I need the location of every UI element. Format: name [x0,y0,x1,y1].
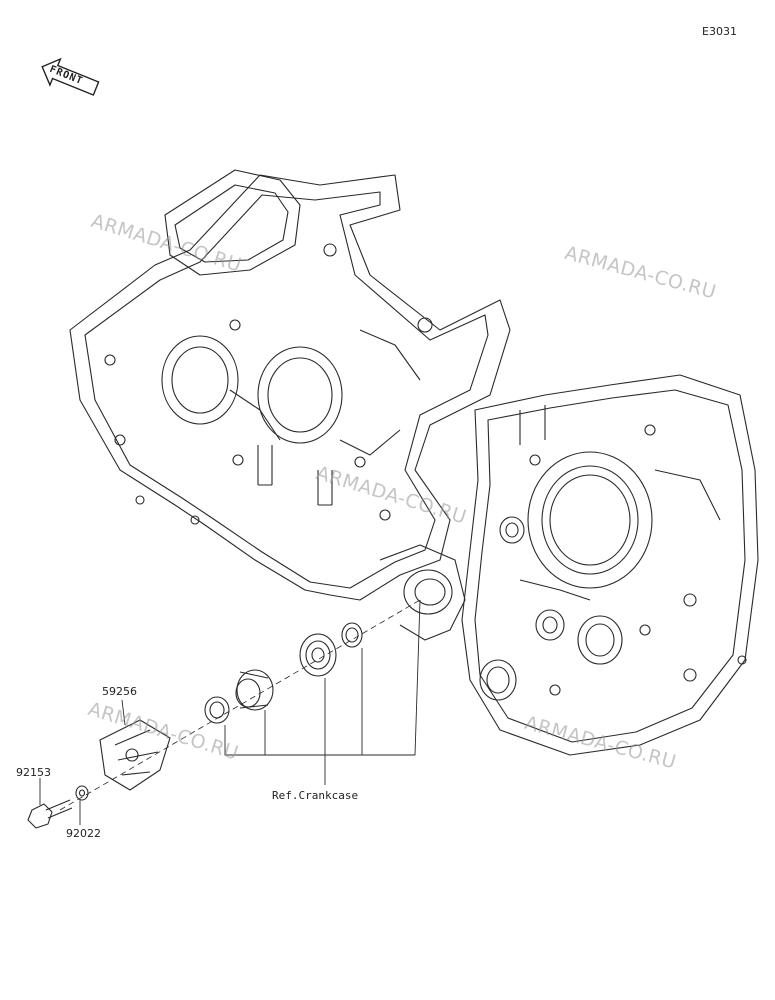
part-number-bolt: 92153 [16,766,51,779]
leader-lines [39,599,421,825]
right-crankcase-half [461,374,759,756]
seal-small [204,696,230,724]
part-number-impeller: 59256 [102,685,137,698]
reference-label: Ref.Crankcase [272,789,359,802]
impeller [99,719,171,791]
seal-large [341,622,363,648]
diagram-code: E3031 [702,25,737,38]
washer [75,785,89,801]
left-crankcase-half [69,169,511,641]
bearing [299,633,337,677]
front-arrow-icon [41,57,100,96]
bolt [27,799,73,829]
part-number-washer: 92022 [66,827,101,840]
